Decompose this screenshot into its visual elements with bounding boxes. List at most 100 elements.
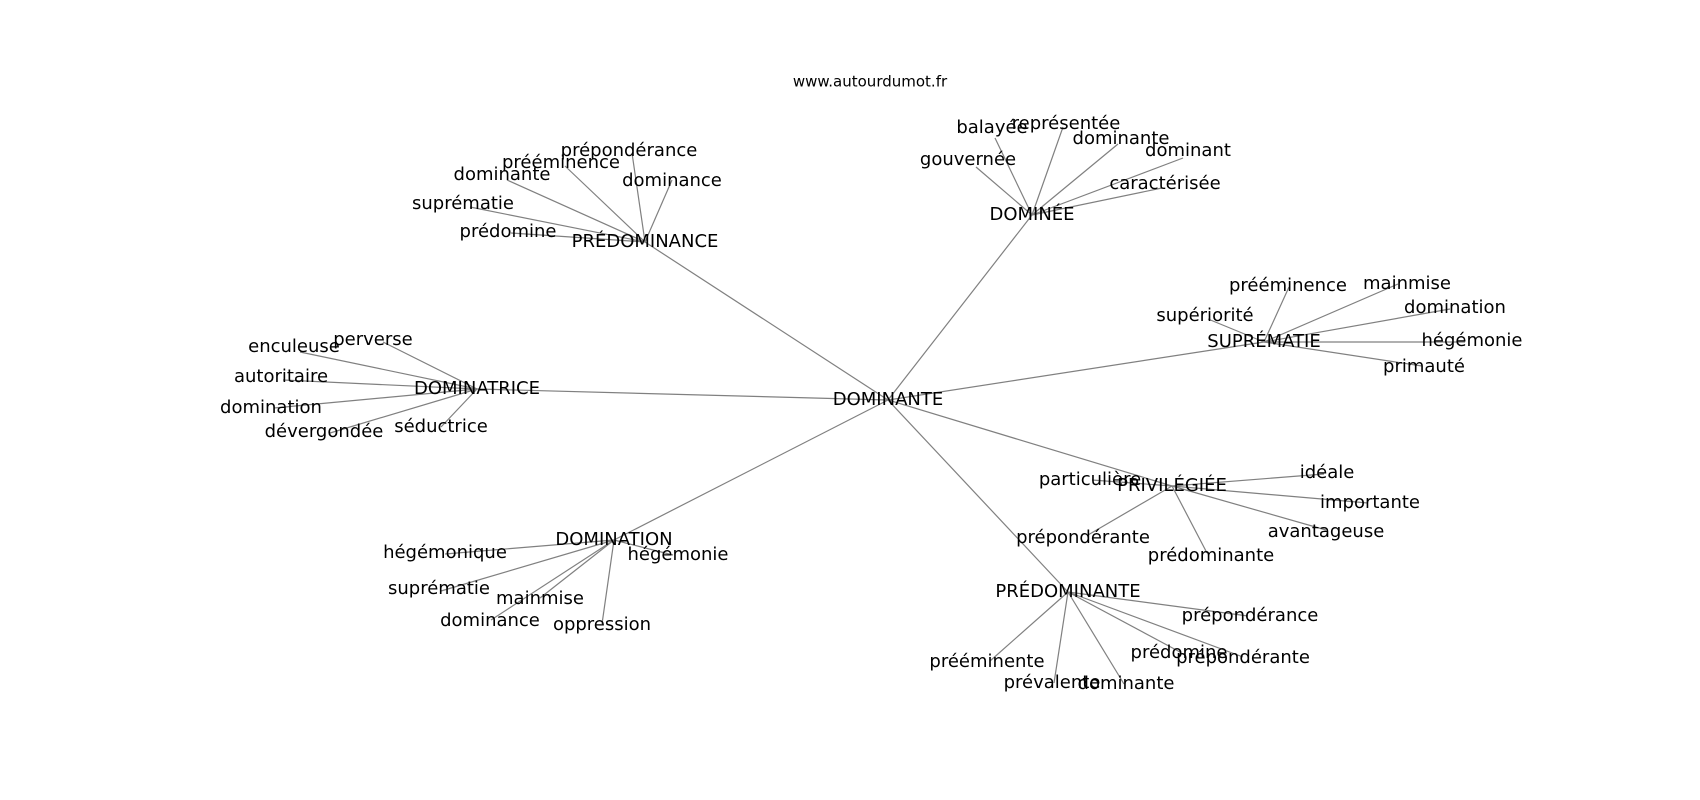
edge-hub-leaf <box>440 539 615 592</box>
leaf-word: hégémonie <box>627 544 728 565</box>
edge-hub-leaf <box>1067 591 1249 617</box>
edge-hub-leaf <box>1067 591 1125 685</box>
leaf-word: caractérisée <box>1109 173 1220 194</box>
edge-hub-leaf <box>273 388 478 409</box>
edge-hub-leaf <box>1031 143 1119 216</box>
edge-hub-leaf <box>631 152 646 243</box>
leaf-word: suprématie <box>412 193 514 214</box>
hub-word: DOMINATION <box>555 529 672 550</box>
leaf-word: dominance <box>622 170 722 191</box>
edge-hub-leaf <box>444 539 615 555</box>
leaf-word: dominant <box>1145 140 1231 161</box>
edge-hub-leaf <box>1031 157 1184 216</box>
hub-word: DOMINATRICE <box>414 378 540 399</box>
leaf-word: perverse <box>333 329 412 350</box>
edge-hub-leaf <box>1087 485 1173 536</box>
edge-hub-leaf <box>601 539 615 625</box>
edge-hub-leaf <box>1067 591 1244 658</box>
leaf-word: prépondérante <box>1176 647 1310 668</box>
leaf-word: importante <box>1320 492 1420 513</box>
leaf-word: idéale <box>1300 462 1355 483</box>
edge-hub-leaf <box>510 232 646 243</box>
leaf-word: dominance <box>440 610 540 631</box>
leaf-word: primauté <box>1383 356 1465 377</box>
leaf-word: supériorité <box>1156 305 1253 326</box>
hub-word: PRIVILÉGIÉE <box>1117 474 1227 496</box>
hub-word: SUPRÉMATIE <box>1207 330 1320 352</box>
leaf-word: hégémonie <box>1421 330 1522 351</box>
edge-hub-leaf <box>644 179 673 243</box>
edge-hub-leaf <box>1031 126 1064 216</box>
leaf-word: prééminence <box>502 152 620 173</box>
leaf-word: prépondérante <box>1016 527 1150 548</box>
edge-hub-leaf <box>1067 591 1181 653</box>
edge-hub-leaf <box>1263 341 1423 367</box>
leaf-word: prédominante <box>1148 545 1274 566</box>
edge-hub-leaf <box>994 137 1033 216</box>
leaf-word: prédomine <box>1131 642 1228 663</box>
leaf-word: mainmise <box>1363 273 1451 294</box>
leaf-word: domination <box>220 397 322 418</box>
leaf-word: particulière <box>1039 469 1141 490</box>
hub-word: PRÉDOMINANCE <box>572 230 719 252</box>
leaf-word: dominante <box>454 164 551 185</box>
leaf-word: mainmise <box>496 588 584 609</box>
leaf-word: oppression <box>553 614 651 635</box>
edge-hub-leaf <box>1171 485 1327 531</box>
edge-hub-leaf <box>440 388 478 428</box>
leaf-word: représentée <box>1012 113 1121 134</box>
edge-hub-leaf <box>989 591 1069 662</box>
edge-hub-leaf <box>329 388 478 434</box>
edge-center-hub <box>887 399 1069 593</box>
edge-hub-leaf <box>1171 485 1208 554</box>
edge-hub-leaf <box>382 341 478 390</box>
center-word: DOMINANTE <box>833 389 943 410</box>
leaf-word: séductrice <box>394 416 488 437</box>
graph-edges <box>273 126 1465 685</box>
leaf-word: enculeuse <box>248 336 340 357</box>
leaf-word: suprématie <box>388 578 490 599</box>
leaf-word: prééminence <box>1229 275 1347 296</box>
edge-hub-leaf <box>564 165 646 243</box>
edge-hub-leaf <box>539 539 615 599</box>
edge-hub-leaf <box>613 539 674 556</box>
edge-center-hub <box>887 341 1265 401</box>
edge-hub-leaf <box>506 179 646 243</box>
leaf-word: prédomine <box>460 221 557 242</box>
edge-hub-leaf <box>1091 479 1173 487</box>
edge-hub-leaf <box>469 206 646 243</box>
leaf-word: domination <box>1404 297 1506 318</box>
edge-hub-leaf <box>299 351 478 390</box>
edge-hub-leaf <box>1207 318 1265 343</box>
leaf-word: balayée <box>956 117 1027 138</box>
edge-hub-leaf <box>1053 591 1069 684</box>
edge-hub-leaf <box>1263 283 1399 343</box>
leaf-word: avantageuse <box>1268 521 1385 542</box>
edge-center-hub <box>644 241 889 401</box>
edge-hub-leaf <box>1171 485 1369 504</box>
leaf-word: prépondérance <box>1182 605 1319 626</box>
leaf-word: prépondérance <box>561 140 698 161</box>
edge-hub-leaf <box>1171 473 1325 487</box>
edge-hub-leaf <box>975 166 1033 216</box>
leaf-word: prévalente <box>1004 672 1101 693</box>
hub-word: DOMINÉE <box>989 203 1074 225</box>
leaf-word: hégémonique <box>383 542 507 563</box>
leaf-word: gouvernée <box>920 149 1016 170</box>
edge-hub-leaf <box>1031 187 1163 216</box>
edge-hub-leaf <box>1263 308 1451 343</box>
edge-hub-leaf <box>282 379 478 390</box>
edge-center-hub <box>887 214 1033 401</box>
hub-word: PRÉDOMINANTE <box>995 580 1140 602</box>
leaf-word: prééminente <box>929 651 1044 672</box>
leaf-word: autoritaire <box>234 366 328 387</box>
edge-center-hub <box>476 388 889 401</box>
leaf-word: dominante <box>1078 673 1175 694</box>
edge-center-hub <box>887 399 1173 487</box>
leaf-word: dévergondée <box>265 421 384 442</box>
edge-hub-leaf <box>1263 286 1290 343</box>
leaf-word: dominante <box>1073 128 1170 149</box>
graph-labels: www.autourdumot.fr balayéereprésentéedom… <box>220 73 1522 695</box>
edge-center-hub <box>613 399 889 541</box>
